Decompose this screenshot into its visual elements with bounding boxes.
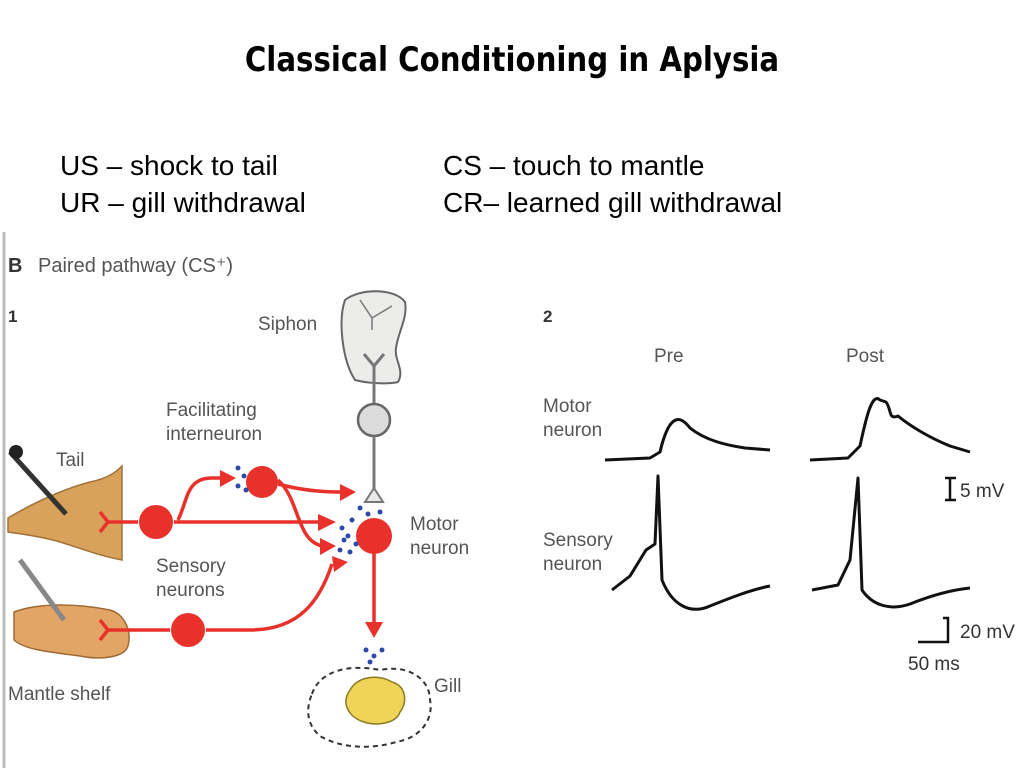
panel-letter: B [8,255,22,277]
trace-sensory-label-1: Sensory [543,530,613,551]
synapse-vesicles [235,465,385,665]
trace-sensory-label-2: neuron [543,554,602,575]
panel-title: Paired pathway (CS⁺) [38,255,233,277]
scale-50ms-label: 50 ms [908,654,960,675]
sensory-label-1: Sensory [156,556,226,577]
siphon-label: Siphon [258,314,317,335]
siphon-fold [359,299,393,330]
trace-motor-label-2: neuron [543,420,602,441]
trace-post-label: Post [846,346,885,367]
tail-label: Tail [56,450,85,471]
ur-definition: UR – gill withdrawal [60,187,306,218]
tail-to-interneuron-axon [176,476,222,521]
panel1-number: 1 [8,307,17,326]
motor-label-2: neuron [410,538,469,559]
us-definition: US – shock to tail [60,150,278,181]
mantle-sensory-neuron [171,613,205,647]
post-sensory-trace [811,476,971,609]
cr-definition: CR– learned gill withdrawal [443,187,783,218]
gill-tissue [345,676,406,725]
trace-motor-label-1: Motor [543,396,592,417]
sensory-label-2: neurons [156,580,225,601]
slide-title: Classical Conditioning in Aplysia [244,40,780,80]
motor-neuron [356,518,392,554]
siphon-facilitation-terminal [340,484,356,501]
tail-probe-handle [9,445,23,459]
pre-motor-trace [604,418,771,462]
cs-definition: CS – touch to mantle [443,150,705,181]
facilitating-interneuron [246,466,278,498]
scale-5mv-label: 5 mV [960,481,1005,502]
pre-sensory-trace [611,474,771,611]
tail-sensory-dendrite [98,510,138,534]
mantle-sensory-axon [206,563,334,632]
mantle-label: Mantle shelf [8,684,111,705]
siphon-tissue [340,290,407,385]
gill-label: Gill [434,676,461,697]
siphon-sensory-dendrite [362,353,386,404]
motor-gill-terminal [365,622,383,638]
post-motor-trace [809,397,971,462]
siphon-sensory-neuron [356,402,392,438]
mantle-sensory-dendrite [98,618,170,642]
tail-motor-terminal [318,514,336,531]
trace-pre-label: Pre [654,346,684,367]
facilitating-label-2: interneuron [166,424,262,445]
scale-bar-5mv [945,476,956,502]
facilitating-label-1: Facilitating [166,400,257,421]
mantle-motor-terminal [332,556,348,572]
panel2-number: 2 [543,307,552,326]
mantle-probe [17,558,67,622]
mantle-facilitation-terminal [320,538,336,555]
motor-label-1: Motor [410,514,459,535]
scale-20mv-label: 20 mV [960,622,1015,643]
tail-sensory-neuron [139,505,173,539]
scale-bar-20mv-50ms [918,616,950,644]
mantle-tissue [13,604,130,659]
interneuron-to-mantle-terminal [276,478,323,548]
interneuron-input-terminal [220,470,236,487]
siphon-sensory-terminal [363,486,385,503]
tail-probe [8,450,68,516]
